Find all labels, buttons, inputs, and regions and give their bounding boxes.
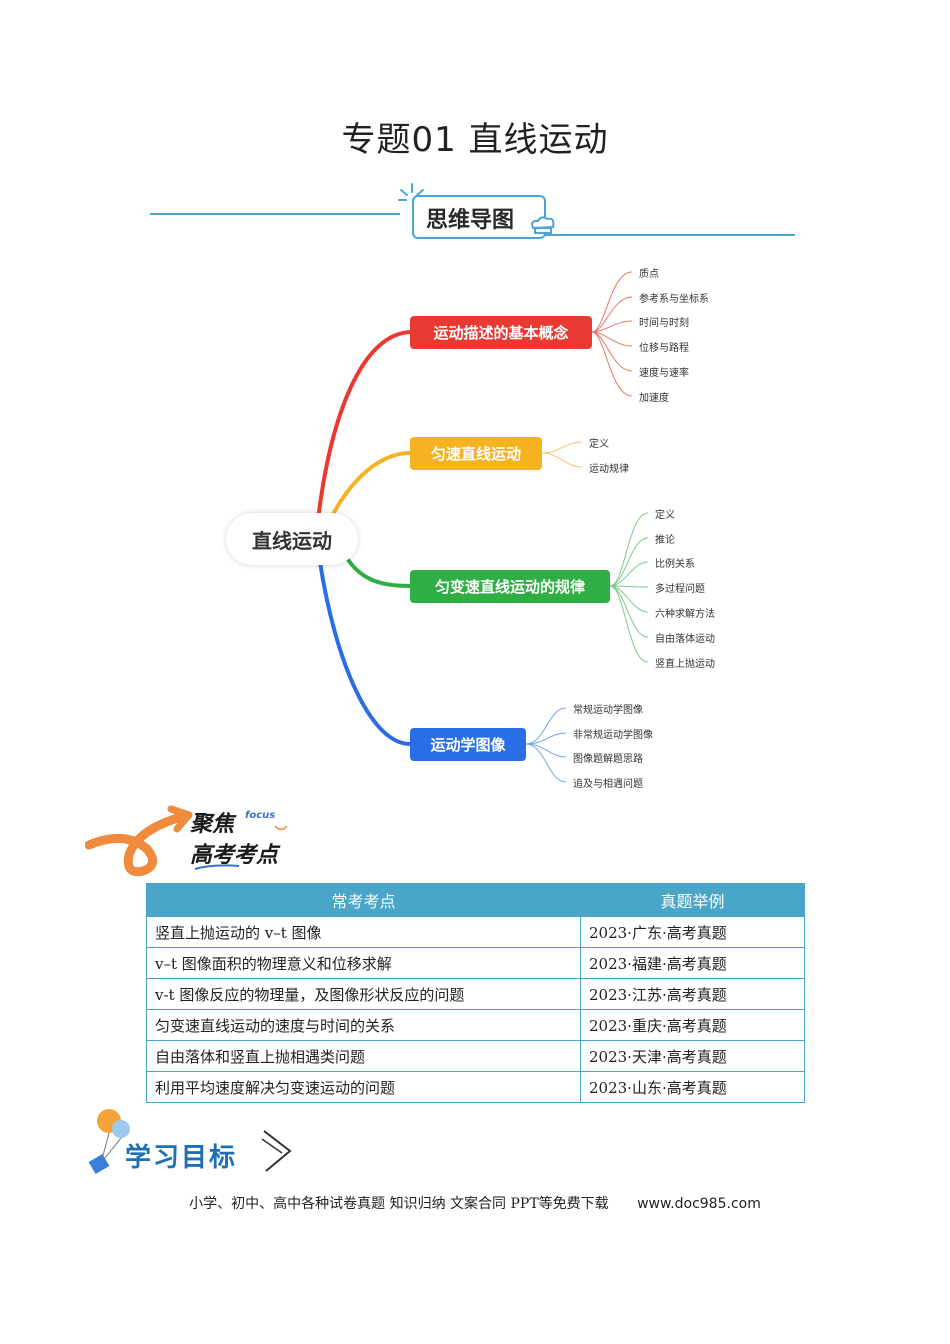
smile-icon	[274, 825, 288, 831]
divider	[545, 234, 795, 236]
table-cell-example: 2023·江苏·高考真题	[580, 978, 805, 1010]
exam-points-table: 常考考点 真题举例 竖直上抛运动的 v–t 图像 2023·广东·高考真题 v–…	[146, 883, 805, 1103]
table-cell-topic: 自由落体和竖直上抛相遇类问题	[146, 1040, 581, 1072]
focus-tag: focus	[245, 810, 276, 821]
branch-node-uniformly-accelerated: 匀变速直线运动的规律	[410, 570, 610, 603]
mindmap-section-header: 思维导图	[150, 180, 795, 240]
table-header-cell: 常考考点	[146, 883, 581, 917]
table-cell-example: 2023·重庆·高考真题	[580, 1009, 805, 1041]
leaf-node: 时间与时刻	[639, 318, 689, 329]
focus-section-header: 聚焦 focus 高考考点	[85, 800, 305, 880]
chef-hat-icon	[531, 216, 555, 234]
page-footer: 小学、初中、高中各种试卷真题 知识归纳 文案合同 PPT等免费下载 www.do…	[0, 1193, 950, 1213]
footer-text: 小学、初中、高中各种试卷真题 知识归纳 文案合同 PPT等免费下载	[189, 1196, 609, 1212]
table-cell-topic: v–t 图像面积的物理意义和位移求解	[146, 947, 581, 979]
focus-title-line1: 聚焦	[190, 812, 235, 837]
leaf-node: 自由落体运动	[655, 634, 715, 645]
table-row: 匀变速直线运动的速度与时间的关系 2023·重庆·高考真题	[146, 1009, 805, 1041]
table-cell-topic: 利用平均速度解决匀变速运动的问题	[146, 1071, 581, 1103]
table-header-row: 常考考点 真题举例	[146, 883, 805, 917]
table-cell-topic: 匀变速直线运动的速度与时间的关系	[146, 1009, 581, 1041]
table-cell-example: 2023·天津·高考真题	[580, 1040, 805, 1072]
table-row: v-t 图像反应的物理量，及图像形状反应的问题 2023·江苏·高考真题	[146, 978, 805, 1010]
table-row: 自由落体和竖直上抛相遇类问题 2023·天津·高考真题	[146, 1040, 805, 1072]
mindmap-connectors	[316, 271, 649, 783]
table-cell-topic: 竖直上抛运动的 v–t 图像	[146, 916, 581, 948]
branch-node-kinematic-graphs: 运动学图像	[410, 728, 526, 761]
table-cell-example: 2023·福建·高考真题	[580, 947, 805, 979]
table-cell-topic: v-t 图像反应的物理量，及图像形状反应的问题	[146, 978, 581, 1010]
leaf-node: 定义	[655, 510, 675, 521]
table-row: 竖直上抛运动的 v–t 图像 2023·广东·高考真题	[146, 916, 805, 948]
leaf-node: 追及与相遇问题	[573, 779, 643, 790]
table-cell-example: 2023·广东·高考真题	[580, 916, 805, 948]
leaf-node: 加速度	[639, 393, 669, 404]
learning-goals-title: 学习目标	[125, 1143, 238, 1173]
leaf-node: 运动规律	[589, 464, 629, 475]
mindmap-center-node: 直线运动	[226, 513, 358, 565]
table-row: 利用平均速度解决匀变速运动的问题 2023·山东·高考真题	[146, 1071, 805, 1103]
section-title: 思维导图	[426, 208, 515, 233]
leaf-node: 质点	[639, 269, 659, 280]
swirl-arrow-icon	[85, 805, 193, 877]
leaf-node: 常规运动学图像	[573, 705, 643, 716]
leaf-node: 定义	[589, 439, 609, 450]
leaf-node: 推论	[655, 535, 675, 546]
balloon-icon	[88, 1109, 130, 1175]
leaf-node: 位移与路程	[639, 343, 689, 354]
learning-goals-header: 学习目标	[85, 1105, 305, 1180]
leaf-node: 图像题解题思路	[573, 754, 643, 765]
leaf-node: 速度与速率	[639, 368, 689, 379]
branch-node-uniform-motion: 匀速直线运动	[410, 437, 542, 470]
focus-title-line2: 高考考点	[190, 843, 279, 868]
underline-squiggle-icon	[194, 864, 240, 870]
footer-url[interactable]: www.doc985.com	[637, 1196, 761, 1212]
leaf-node: 非常规运动学图像	[573, 730, 653, 741]
table-cell-example: 2023·山东·高考真题	[580, 1071, 805, 1103]
leaf-node: 参考系与坐标系	[639, 294, 709, 305]
leaf-node: 六种求解方法	[655, 609, 715, 620]
branch-node-basic-concepts: 运动描述的基本概念	[410, 316, 592, 349]
page-title: 专题01 直线运动	[341, 120, 609, 160]
leaf-node: 竖直上抛运动	[655, 659, 715, 670]
divider	[150, 213, 400, 215]
bracket-arrow-icon	[261, 1130, 292, 1172]
table-header-cell: 真题举例	[580, 883, 805, 917]
leaf-node: 比例关系	[655, 559, 695, 570]
section-title-box	[412, 195, 546, 239]
table-row: v–t 图像面积的物理意义和位移求解 2023·福建·高考真题	[146, 947, 805, 979]
leaf-node: 多过程问题	[655, 584, 705, 595]
